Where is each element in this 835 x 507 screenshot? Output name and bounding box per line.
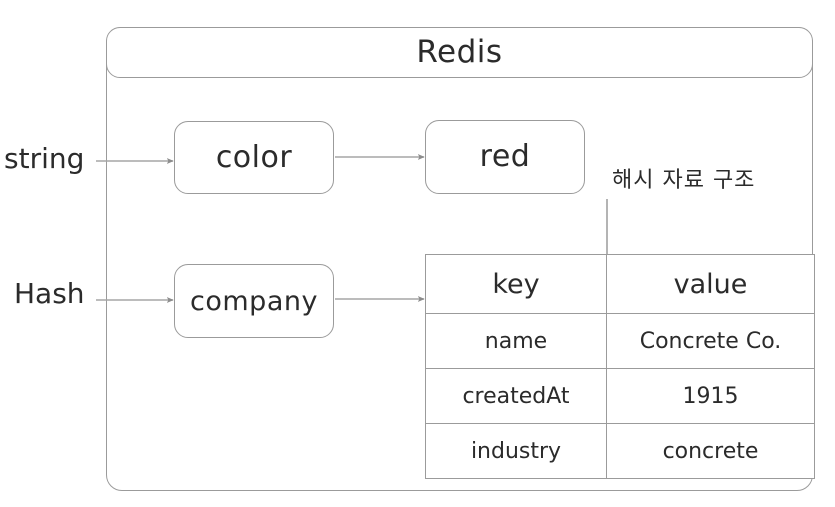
node-color-key[interactable]: color xyxy=(174,121,334,194)
table-row: industry concrete xyxy=(425,423,815,479)
node-red-value-label: red xyxy=(479,139,531,174)
table-cell-key: createdAt xyxy=(425,368,607,424)
table-cell-value: Concrete Co. xyxy=(606,313,815,369)
table-cell-key: name xyxy=(425,313,607,369)
label-string: string xyxy=(4,142,85,175)
label-hash: Hash xyxy=(14,277,85,310)
node-red-value[interactable]: red xyxy=(425,120,585,194)
annotation-hash-data-structure: 해시 자료 구조 xyxy=(612,168,756,193)
table-header-key: key xyxy=(425,254,607,314)
table-header-value: value xyxy=(606,254,815,314)
node-color-key-label: color xyxy=(215,139,293,175)
table-cell-key: industry xyxy=(425,423,607,479)
node-company-key-label: company xyxy=(190,285,318,317)
node-company-key[interactable]: company xyxy=(174,264,334,338)
hash-table: key value name Concrete Co. createdAt 19… xyxy=(425,254,815,479)
page-title: Redis xyxy=(416,34,503,70)
table-header-row: key value xyxy=(425,254,815,314)
table-row: createdAt 1915 xyxy=(425,368,815,424)
redis-title-box: Redis xyxy=(106,27,813,78)
table-cell-value: concrete xyxy=(606,423,815,479)
table-cell-value: 1915 xyxy=(606,368,815,424)
table-row: name Concrete Co. xyxy=(425,313,815,369)
